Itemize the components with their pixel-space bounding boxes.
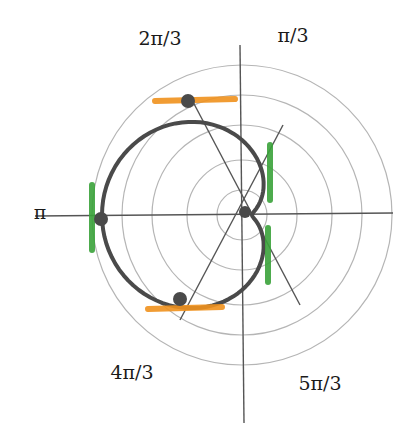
angle-label: π/3 bbox=[278, 25, 309, 46]
angle-label: 2π/3 bbox=[138, 28, 181, 49]
angle-label: π bbox=[34, 202, 47, 223]
angle-label: 5π/3 bbox=[298, 373, 341, 394]
angle-label: 4π/3 bbox=[110, 362, 153, 383]
